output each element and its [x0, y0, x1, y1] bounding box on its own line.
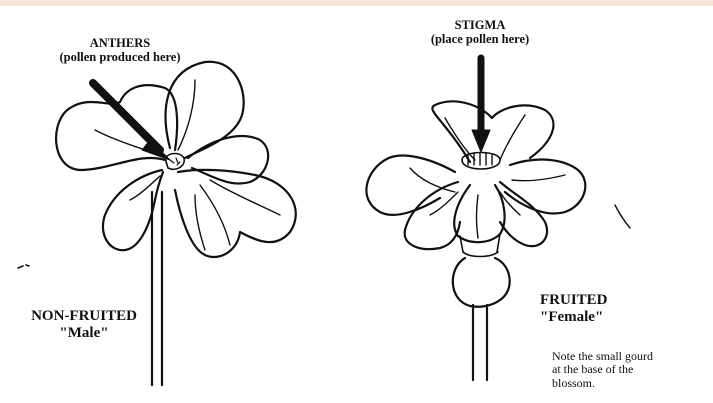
- gourd-note: Note the small gourd at the base of the …: [552, 350, 712, 390]
- anthers-title: ANTHERS: [40, 36, 200, 50]
- stigma-label: STIGMA (place pollen here): [410, 18, 550, 47]
- male-sublabel: "Male": [14, 325, 154, 342]
- fruited-label: FRUITED "Female": [540, 292, 608, 327]
- stigma-subtitle: (place pollen here): [410, 32, 550, 46]
- female-flower-drawing: [366, 101, 630, 380]
- stigma-title: STIGMA: [410, 18, 550, 32]
- non-fruited-title: NON-FRUITED: [14, 308, 154, 325]
- non-fruited-label: NON-FRUITED "Male": [14, 308, 154, 343]
- gourd-note-line-3: blossom.: [552, 377, 712, 390]
- anthers-label: ANTHERS (pollen produced here): [40, 36, 200, 65]
- gourd-note-line-1: Note the small gourd: [552, 350, 712, 363]
- anthers-subtitle: (pollen produced here): [40, 50, 200, 64]
- female-sublabel: "Female": [540, 309, 608, 326]
- gourd-note-line-2: at the base of the: [552, 363, 712, 376]
- fruited-title: FRUITED: [540, 292, 608, 309]
